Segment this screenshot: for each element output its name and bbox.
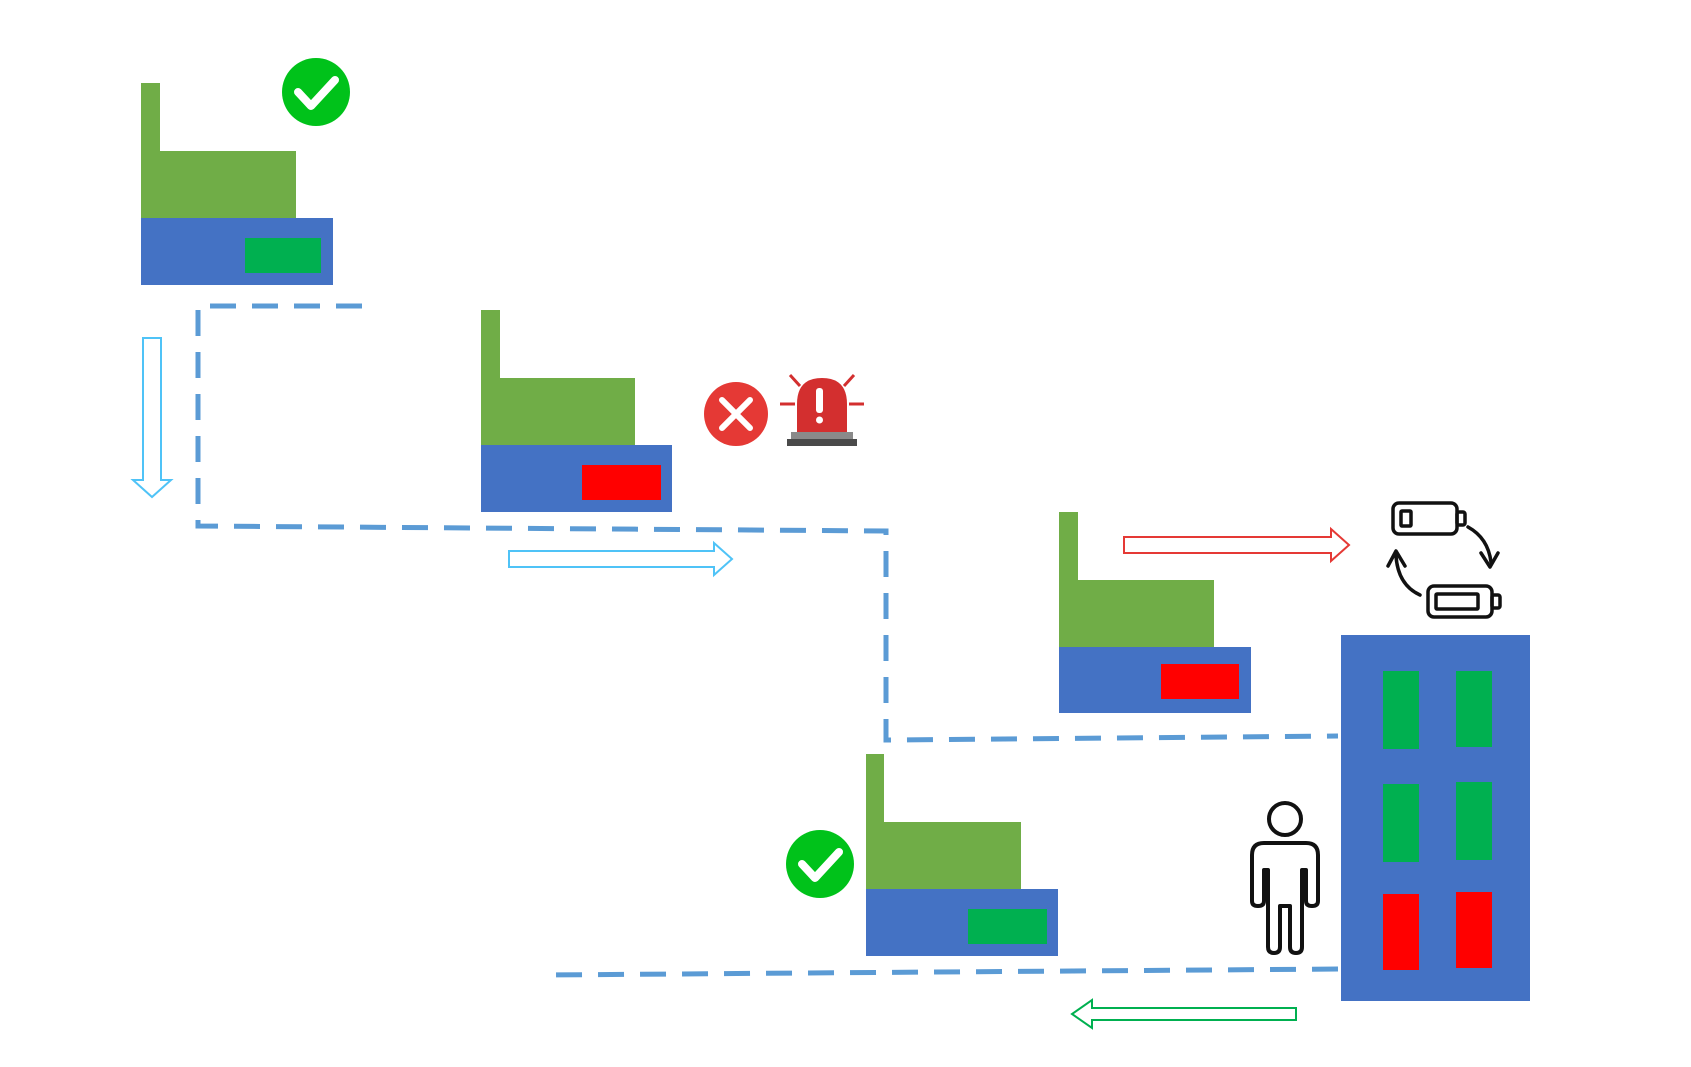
robot-mast: [1059, 512, 1078, 582]
flow-arrow-right: [508, 540, 734, 578]
robot-body-top: [866, 822, 1021, 889]
charging-slot-full: [1456, 782, 1492, 860]
charging-slot-full: [1383, 784, 1419, 862]
charging-station-body: [1341, 635, 1530, 1001]
robot-body-top: [141, 151, 296, 218]
battery-full-indicator: [968, 909, 1047, 944]
robot-mast: [481, 310, 500, 380]
error-x-icon: [704, 382, 768, 446]
robot-body-top: [481, 378, 635, 445]
to-charger-arrow: [1123, 526, 1351, 564]
charging-slot-full: [1383, 671, 1419, 749]
return-arrow-left: [1070, 998, 1297, 1030]
robot-mast: [141, 83, 160, 153]
flow-arrow-down: [130, 337, 174, 499]
check-icon: [282, 58, 350, 126]
route-path: [195, 303, 1339, 978]
robot-2: [481, 310, 672, 512]
charging-slot-full: [1456, 671, 1492, 747]
battery-full-indicator: [245, 238, 321, 273]
check-icon: [786, 830, 854, 898]
battery-swap-icon: [1386, 501, 1502, 619]
battery-low-indicator: [1161, 664, 1239, 699]
robot-4: [866, 754, 1058, 956]
robot-mast: [866, 754, 884, 824]
route-segment-top: [195, 303, 1339, 743]
battery-low-indicator: [582, 465, 661, 500]
route-segment-bottom: [541, 966, 1339, 978]
charging-slot-low: [1383, 894, 1419, 970]
charging-slot-low: [1456, 892, 1492, 968]
alarm-siren-icon: [780, 373, 864, 446]
charging-station: [1341, 635, 1530, 1001]
robot-3: [1059, 512, 1251, 713]
operator-person-icon: [1250, 801, 1320, 955]
robot-body-top: [1059, 580, 1214, 647]
robot-1: [141, 83, 333, 285]
